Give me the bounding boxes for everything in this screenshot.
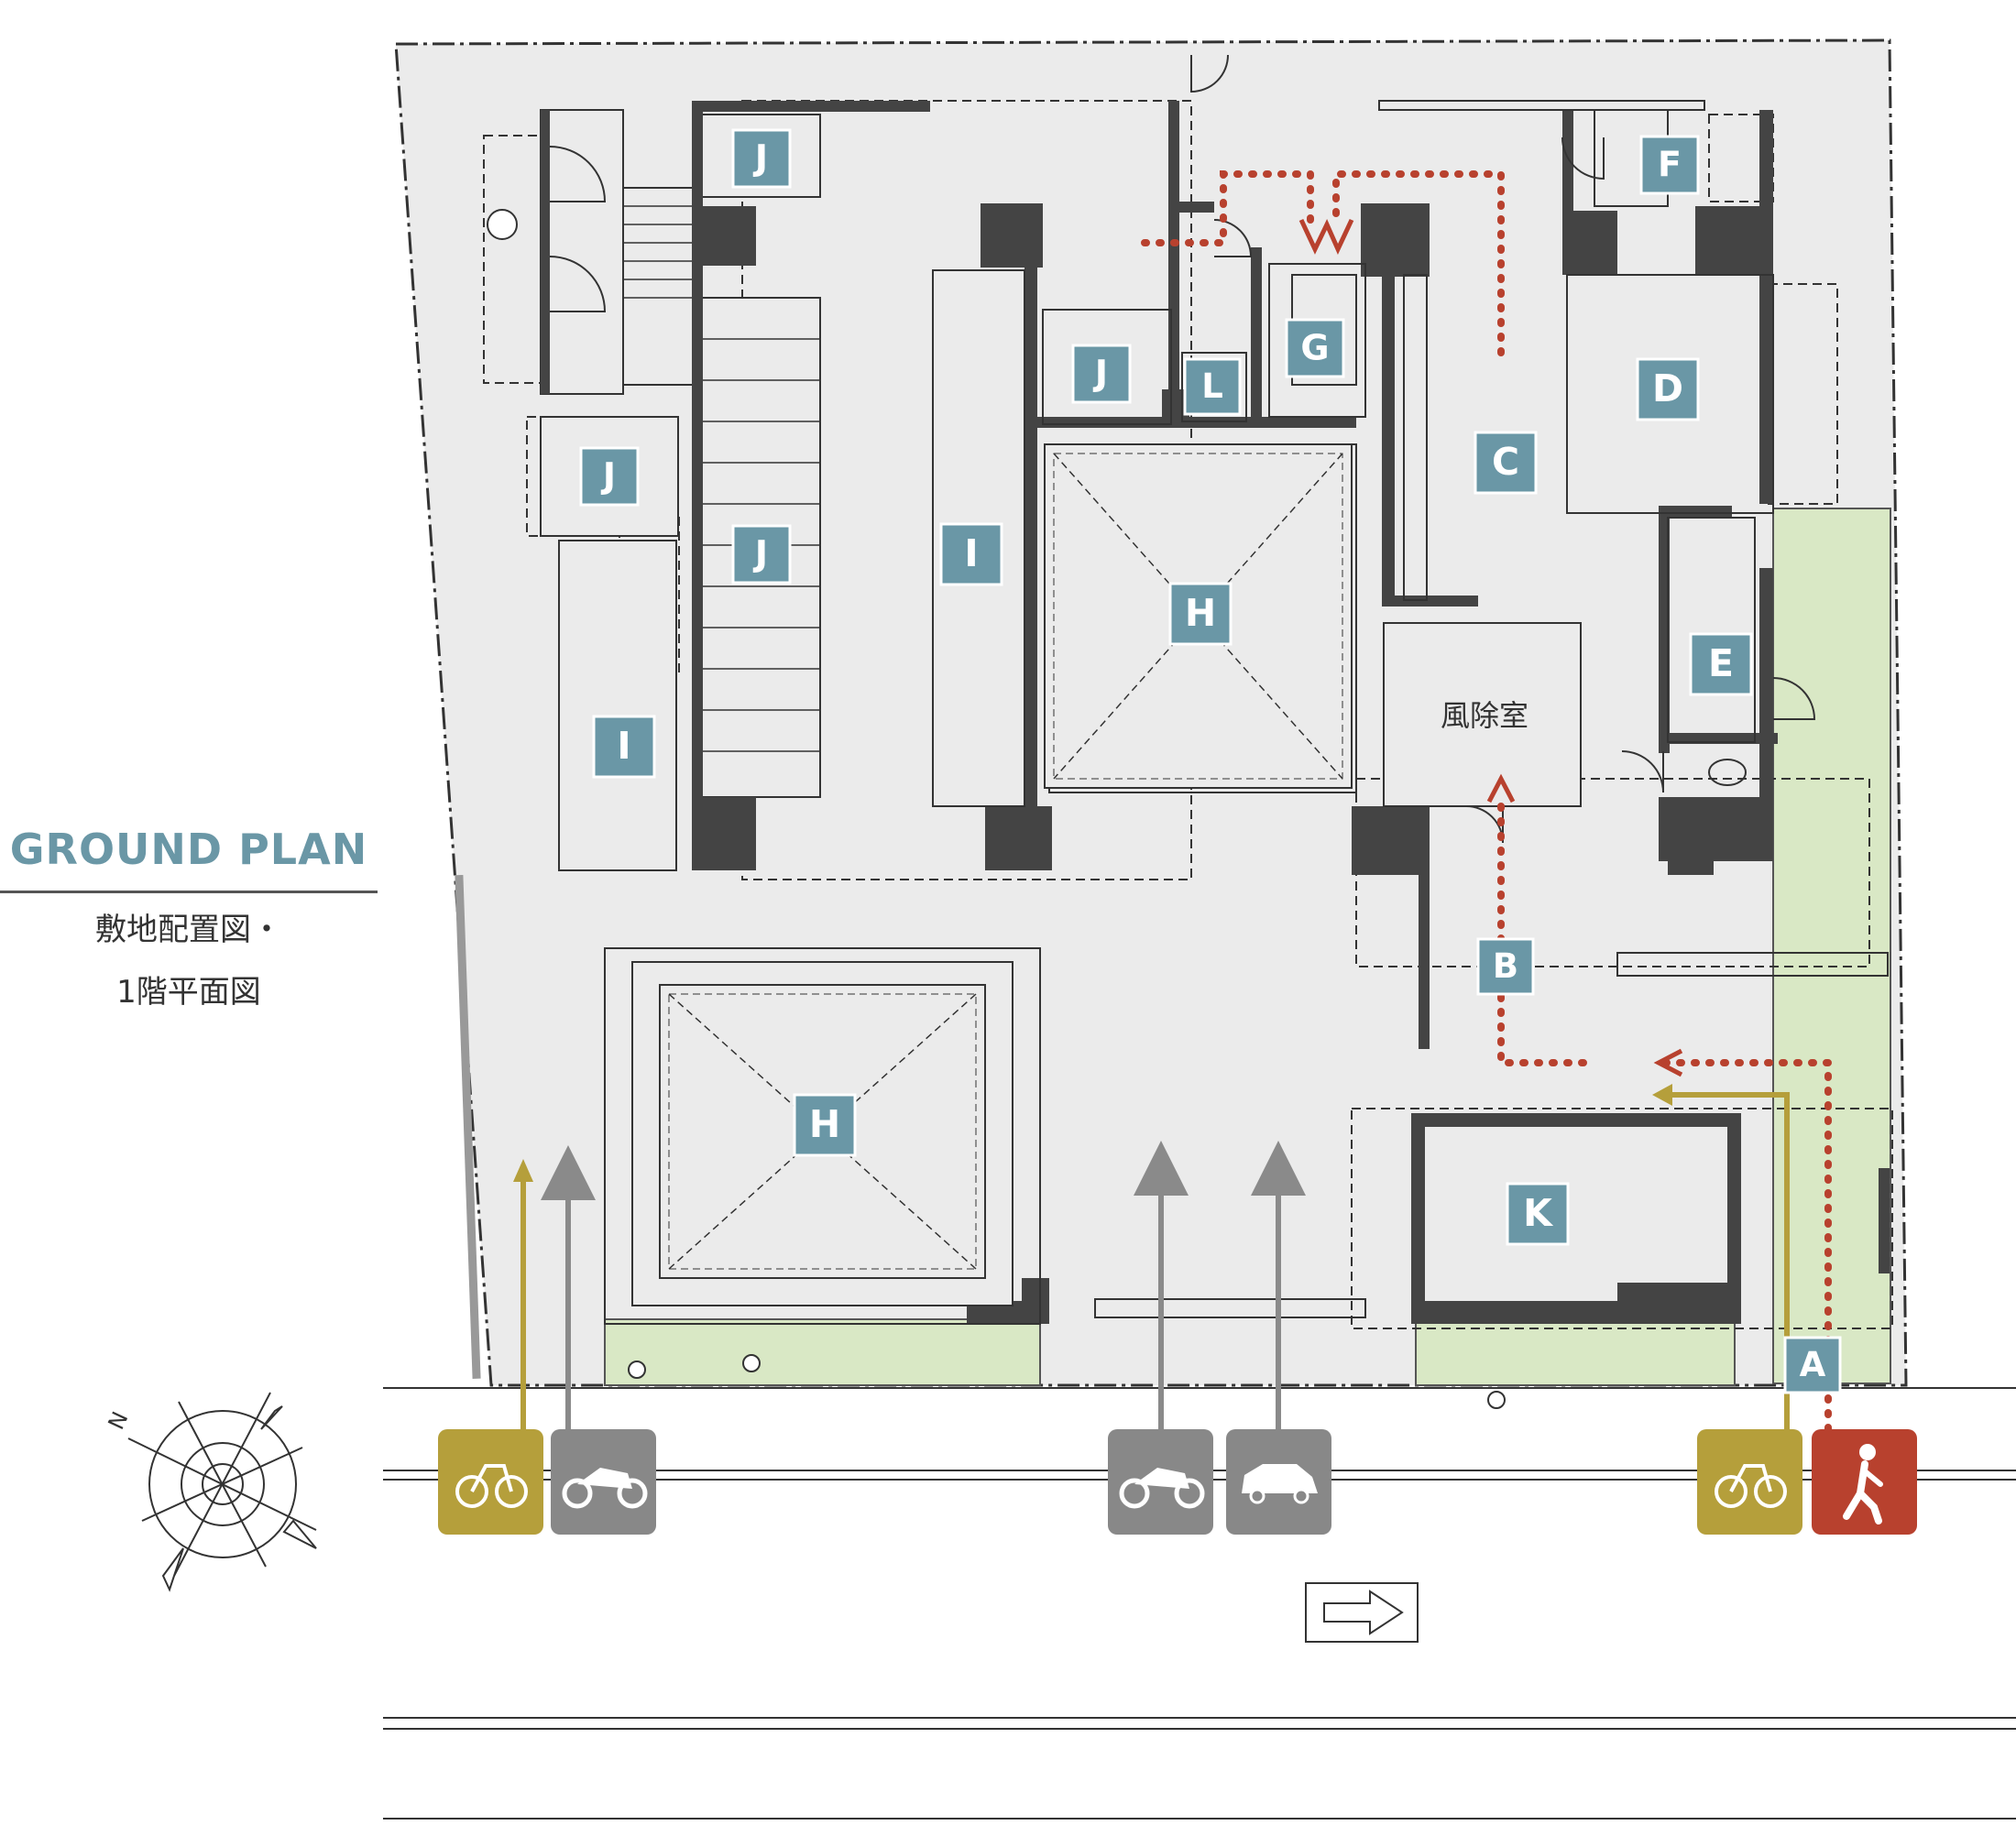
- room-label-text: I: [964, 531, 978, 575]
- room-label-j: J: [731, 128, 792, 189]
- room-label-k: K: [1506, 1182, 1570, 1246]
- room-label-text: H: [1185, 591, 1216, 635]
- garden-strip-right: [1415, 1318, 1736, 1386]
- stair-north-treads: [623, 205, 699, 299]
- room-label-b: B: [1476, 937, 1535, 996]
- stair-north: [540, 109, 700, 395]
- room-label-text: J: [1092, 353, 1108, 393]
- room-label-j: J: [579, 446, 640, 507]
- room-label-text: A: [1800, 1345, 1826, 1384]
- room-label-text: J: [752, 533, 768, 574]
- bicycle-routes: [513, 1084, 1790, 1429]
- access-icon-bicycle-east: [1697, 1429, 1802, 1535]
- room-label-f: F: [1639, 135, 1700, 195]
- fixtures: [487, 209, 1506, 1409]
- room-label-text: H: [809, 1102, 840, 1146]
- area-i-west: [558, 540, 677, 871]
- room-label-text: F: [1658, 144, 1682, 184]
- room-label-text: E: [1708, 641, 1734, 685]
- pedestrian-route: [1137, 170, 1832, 1433]
- room-label-i: I: [939, 522, 1003, 586]
- room-label-text: D: [1652, 366, 1683, 410]
- room-label-text: B: [1493, 946, 1518, 986]
- room-label-l: L: [1183, 357, 1242, 416]
- plan-subtitle-line2: 1階平面図: [116, 974, 261, 1011]
- room-label-g: G: [1285, 318, 1345, 378]
- pedestrian-arrowheads: [1298, 218, 1683, 1077]
- room-label-text: G: [1300, 327, 1329, 367]
- access-icon-bicycle-west: [438, 1429, 543, 1535]
- compass-north-label: N: [104, 1408, 134, 1434]
- windbreak-label: 風除室: [1441, 698, 1528, 733]
- road-direction-arrow: [1305, 1582, 1419, 1643]
- room-label-text: L: [1201, 366, 1223, 406]
- room-label-text: K: [1523, 1191, 1554, 1235]
- plan-subtitle-line1: 敷地配置図・: [95, 912, 282, 948]
- room-label-h: H: [1168, 582, 1233, 646]
- plan-title: GROUND PLAN: [0, 825, 378, 893]
- toilet-icon: [1708, 759, 1747, 786]
- garden-strip-left: [604, 1318, 1041, 1386]
- room-label-a: A: [1783, 1336, 1842, 1394]
- room-label-text: J: [752, 137, 768, 178]
- plan-heading: GROUND PLAN 敷地配置図・ 1階平面図: [0, 825, 378, 1018]
- windbreak-room: [1383, 622, 1582, 807]
- boundary-wall-left: [455, 874, 481, 1379]
- compass-rose: [127, 1392, 317, 1592]
- room-label-c: C: [1474, 431, 1538, 495]
- access-icon-car: [1226, 1429, 1331, 1535]
- room-label-i: I: [592, 715, 656, 779]
- room-label-j: J: [1071, 344, 1132, 404]
- vehicle-routes: [541, 1141, 1306, 1429]
- access-icon-pedestrian: [1812, 1429, 1917, 1535]
- room-label-text: I: [617, 724, 630, 768]
- stair-j-treads: [699, 338, 820, 752]
- room-labels: A B C D E F G H H I I J J J J K L: [579, 128, 1842, 1394]
- room-label-e: E: [1689, 632, 1753, 696]
- room-label-d: D: [1636, 357, 1700, 421]
- room-label-h: H: [793, 1093, 857, 1157]
- room-label-text: C: [1492, 440, 1519, 484]
- access-icon-motorcycle-west: [551, 1429, 656, 1535]
- access-icon-motorcycle-center: [1108, 1429, 1213, 1535]
- walls: [541, 101, 1890, 1324]
- room-label-text: J: [600, 455, 616, 496]
- room-label-j: J: [731, 524, 792, 585]
